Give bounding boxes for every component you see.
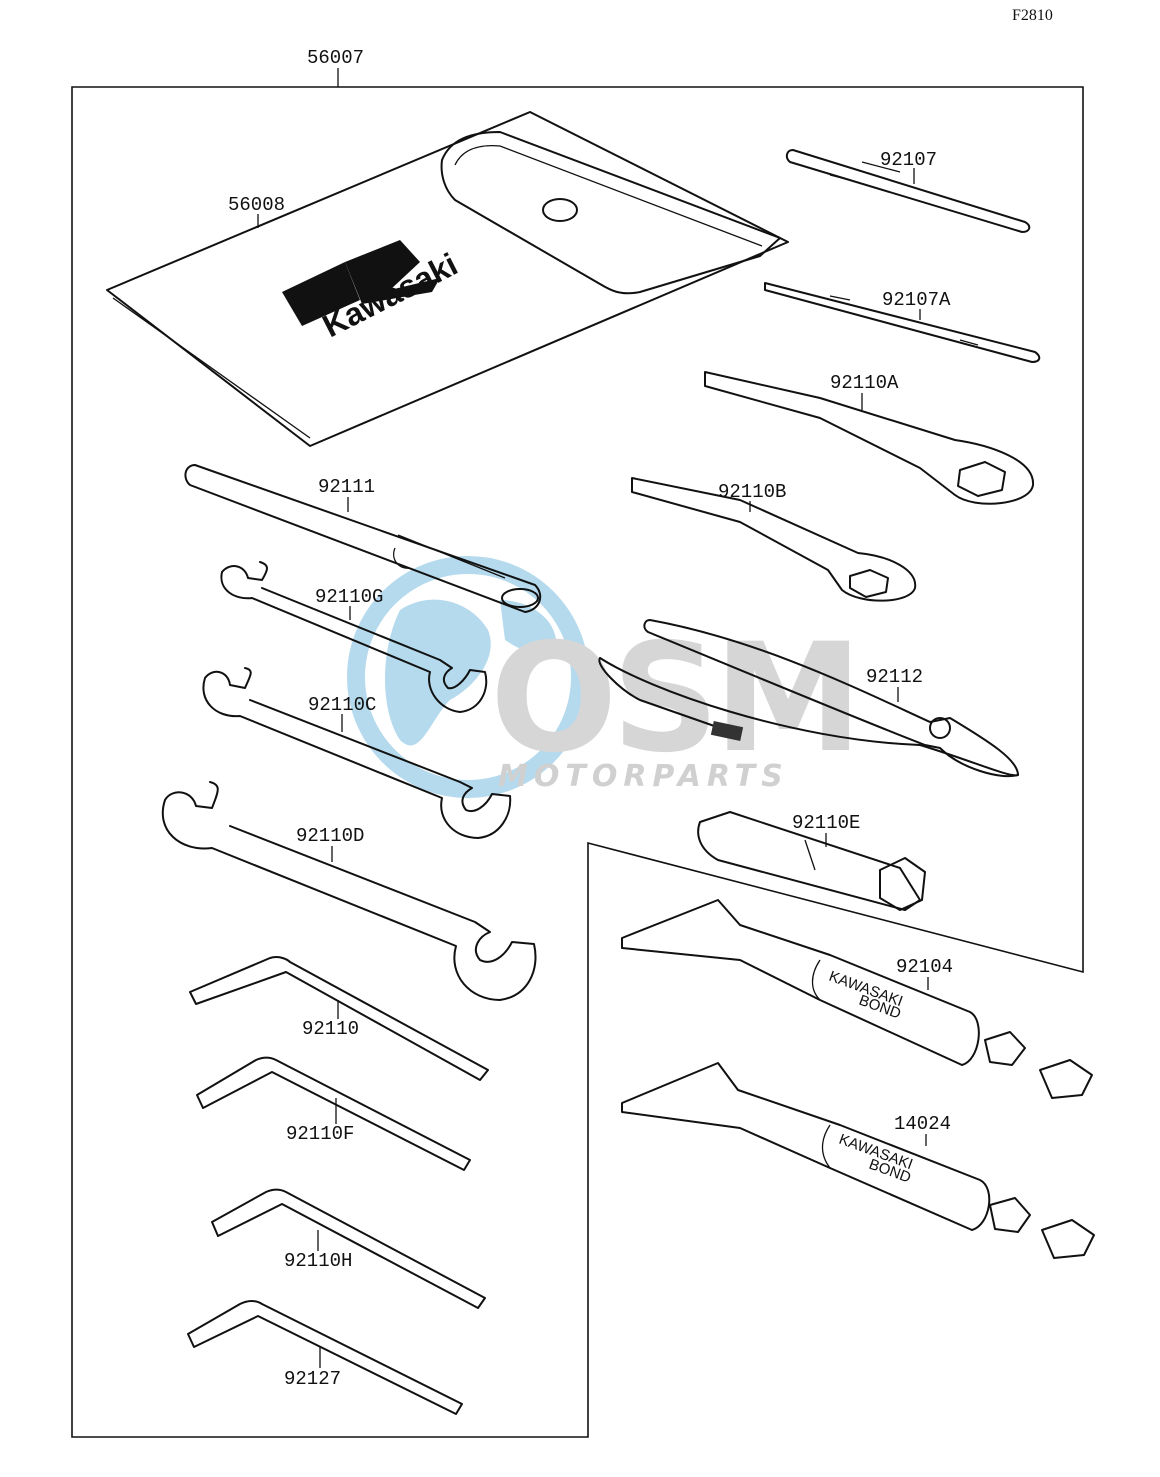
part-label-92107A: 92107A xyxy=(882,289,951,311)
part-label-92104: 92104 xyxy=(896,956,953,978)
hex-key-2 xyxy=(196,1056,471,1171)
part-label-92112: 92112 xyxy=(866,666,923,688)
watermark-word: OSM xyxy=(490,612,857,786)
open-wrench-small xyxy=(220,561,488,713)
watermark-subtitle: MOTORPARTS xyxy=(498,759,789,794)
kit-frame xyxy=(71,86,1084,1438)
open-wrench-large xyxy=(161,781,537,1001)
kawasaki-logo: Kawasaki xyxy=(282,240,463,344)
part-label-92107: 92107 xyxy=(880,149,937,171)
part-label-92110D: 92110D xyxy=(296,825,364,847)
pliers xyxy=(598,619,1019,778)
part-label-92110F: 92110F xyxy=(286,1123,354,1145)
part-label-14024: 14024 xyxy=(894,1113,951,1135)
kit-label: 56007 xyxy=(307,47,364,69)
globe-icon xyxy=(347,556,589,798)
hex-key xyxy=(189,956,489,1081)
box-wrench-small xyxy=(631,477,917,602)
part-label-92111: 92111 xyxy=(318,476,375,498)
hex-key-3 xyxy=(211,1188,486,1309)
reference-code: F2810 xyxy=(1012,7,1053,24)
hex-key-4 xyxy=(187,1300,463,1415)
tommy-bar xyxy=(184,464,542,613)
part-label-56008: 56008 xyxy=(228,194,285,216)
plug-wrench xyxy=(697,811,926,911)
screwdriver xyxy=(785,149,1031,233)
box-wrench xyxy=(704,371,1035,505)
tool-pouch: Kawasaki xyxy=(106,111,789,447)
part-label-92110: 92110 xyxy=(302,1018,359,1040)
open-wrench-medium xyxy=(202,667,512,839)
part-label-92110G: 92110G xyxy=(315,586,383,608)
part-label-92110H: 92110H xyxy=(284,1250,352,1272)
bond-tube xyxy=(621,899,1093,1099)
part-label-92110E: 92110E xyxy=(792,812,860,834)
bond-tube-2 xyxy=(621,1062,1095,1259)
part-label-92110B: 92110B xyxy=(718,481,786,503)
screwdriver-flat xyxy=(764,282,1041,363)
part-label-92110A: 92110A xyxy=(830,372,899,394)
part-label-92110C: 92110C xyxy=(308,694,376,716)
part-label-92127: 92127 xyxy=(284,1368,341,1390)
watermark: OSM MOTORPARTS xyxy=(347,556,863,798)
